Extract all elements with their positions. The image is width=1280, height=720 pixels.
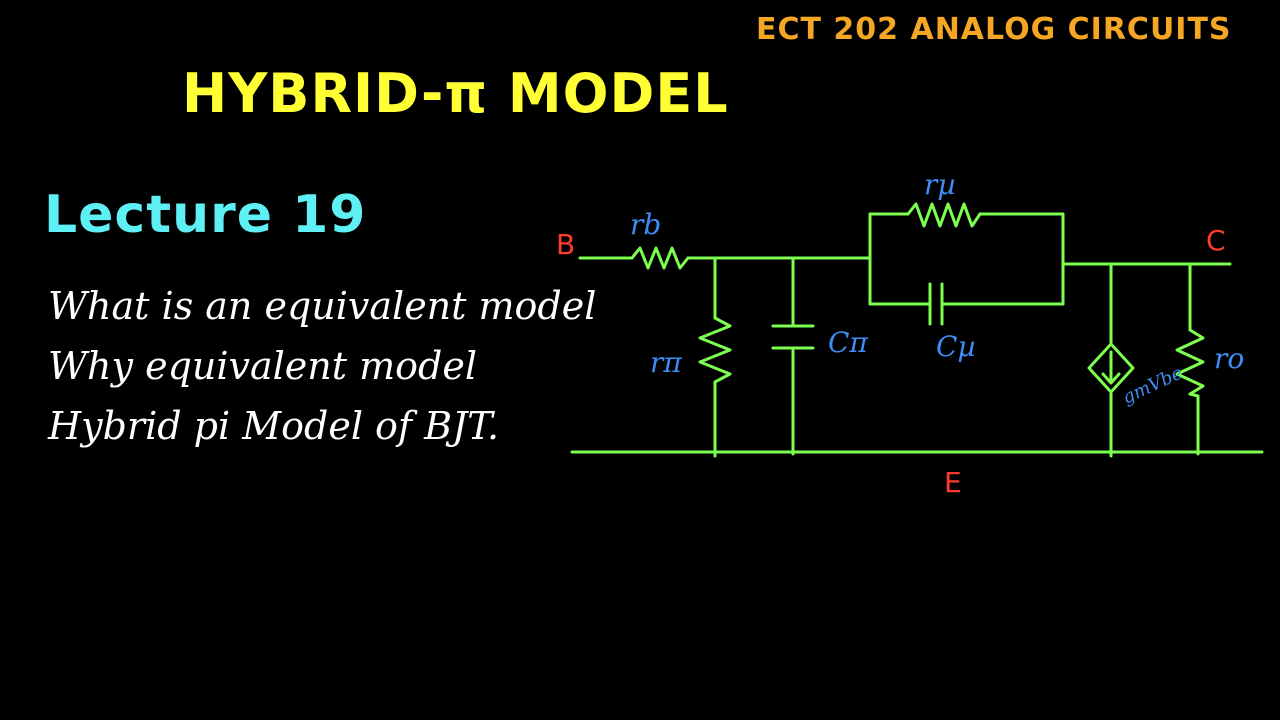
cmu-label: Cµ: [936, 330, 976, 363]
topic-item: Hybrid pi Model of BJT.: [48, 404, 500, 448]
gm-label: gmVbe: [1119, 363, 1186, 409]
rpi-label: rπ: [650, 346, 682, 379]
cpi-label: Cπ: [828, 326, 868, 359]
ro-wire-bottom: [1188, 392, 1200, 456]
rb-label: rb: [630, 208, 661, 241]
rb-resistor: [630, 246, 690, 270]
gm-arrow: [1101, 350, 1121, 385]
node-labels: B C E: [556, 224, 1226, 499]
lecture-number: Lecture 19: [44, 185, 367, 245]
topic-item: Why equivalent model: [48, 344, 477, 388]
page-title: HYBRID-π MODEL: [182, 62, 729, 125]
rmu-label: rµ: [924, 168, 956, 201]
collector-label: C: [1206, 224, 1226, 257]
rpi-resistor: [698, 316, 732, 384]
emitter-label: E: [944, 466, 962, 499]
base-label: B: [556, 228, 575, 261]
rmu-resistor: [906, 202, 982, 228]
cmu-capacitor: [928, 282, 944, 326]
circuit-wires: [570, 202, 1264, 458]
topic-list: What is an equivalent model Why equivale…: [48, 280, 596, 460]
ro-label: ro: [1214, 342, 1244, 375]
cpi-capacitor: [771, 324, 815, 350]
course-title: ECT 202 ANALOG CIRCUITS: [756, 12, 1232, 47]
ro-resistor: [1175, 328, 1205, 396]
topic-item: What is an equivalent model: [48, 284, 597, 328]
